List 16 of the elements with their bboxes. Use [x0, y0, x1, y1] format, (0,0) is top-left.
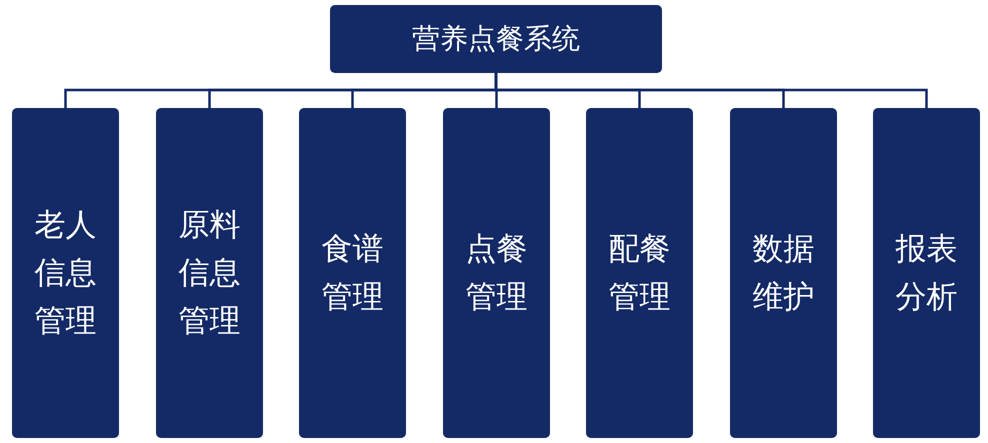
box-label: 点餐管理	[464, 230, 528, 317]
module-box	[586, 108, 693, 438]
box-label: 营养点餐系统	[412, 21, 580, 58]
module-box	[730, 108, 837, 438]
module-box	[156, 108, 263, 438]
module-box	[299, 108, 406, 438]
box-label: 原料信息管理	[178, 206, 242, 342]
module-box	[12, 108, 119, 438]
box-label: 老人信息管理	[34, 206, 98, 342]
module-box	[443, 108, 550, 438]
module-box	[873, 108, 980, 438]
box-label: 配餐管理	[608, 230, 672, 317]
title-box	[330, 5, 662, 73]
box-label: 数据维护	[752, 230, 816, 317]
box-label: 食谱管理	[320, 230, 384, 317]
box-label: 报表分析	[894, 230, 958, 317]
